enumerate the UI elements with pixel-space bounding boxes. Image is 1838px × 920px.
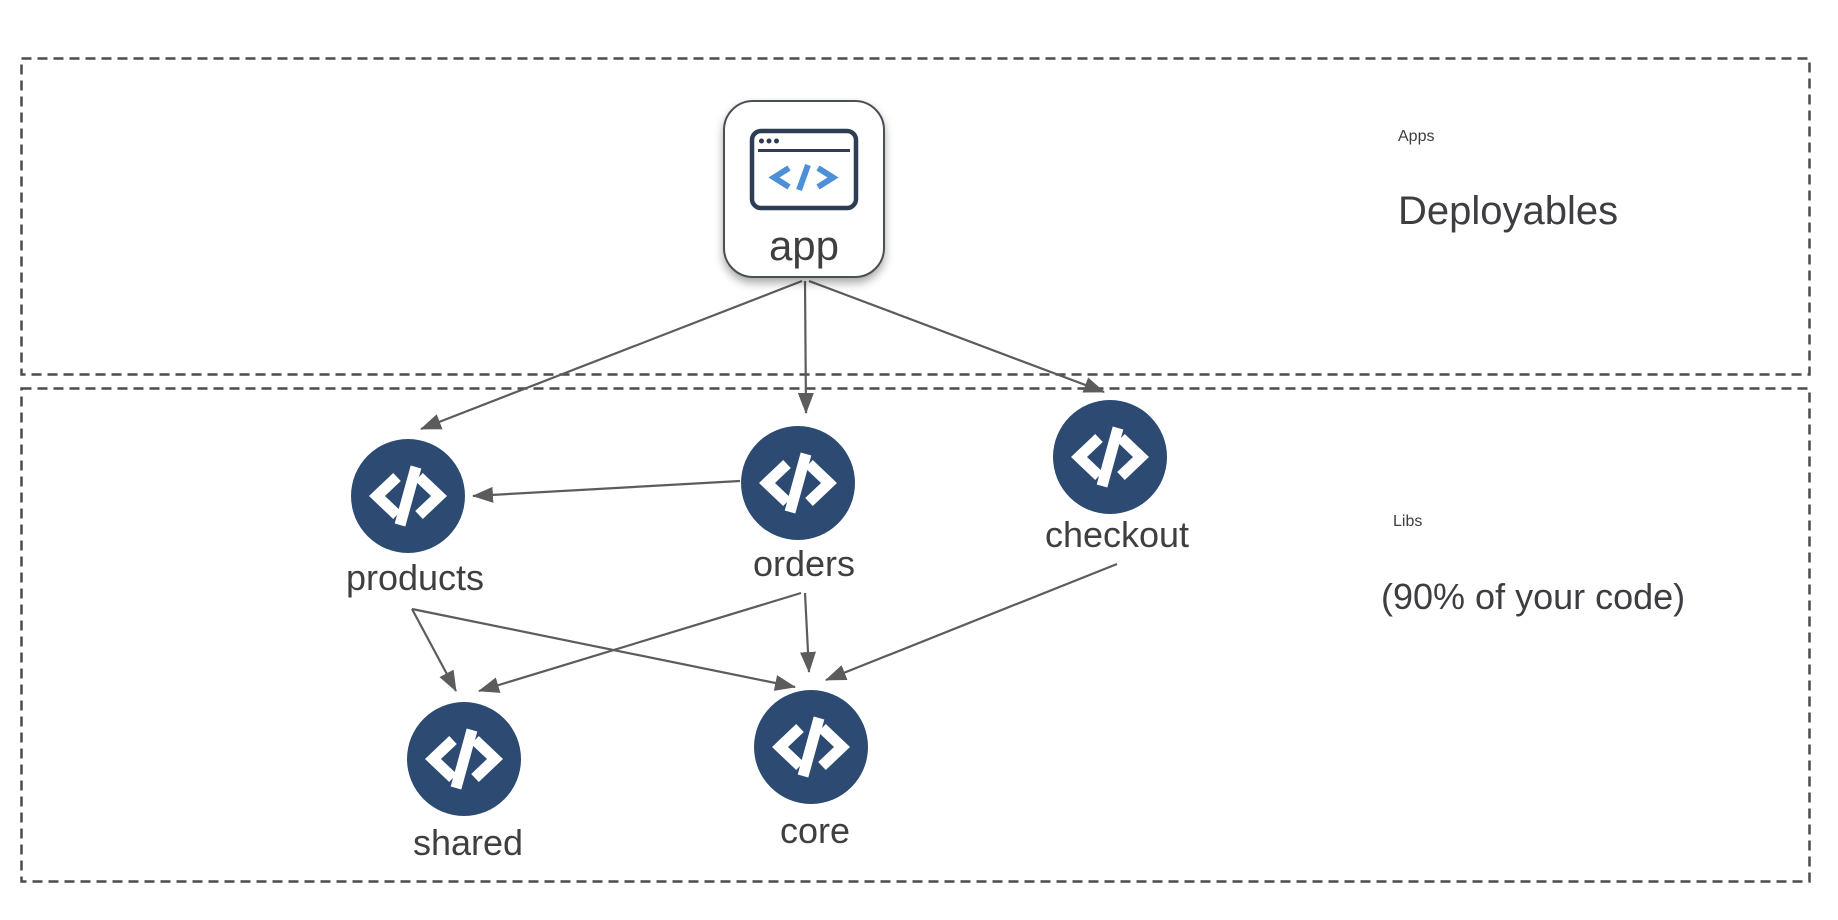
- apps-section-title: Apps: [1398, 128, 1435, 145]
- node-label-app: app: [768, 222, 840, 269]
- node-label-orders: orders: [752, 543, 856, 584]
- node-label-products: products: [345, 557, 485, 598]
- node-app: app: [723, 100, 885, 278]
- libs-section-border: [20, 387, 1811, 883]
- edge-app-to-orders: [797, 280, 814, 414]
- code-icon: [1071, 426, 1149, 488]
- code-icon: [369, 465, 447, 527]
- code-icon: [425, 728, 503, 790]
- node-label-core: core: [779, 810, 851, 851]
- code-icon: [759, 452, 837, 514]
- edge-app-to-checkout: [808, 279, 1105, 394]
- node-label-shared: shared: [412, 822, 524, 863]
- libs-section-subtitle: (90% of your code): [1381, 576, 1686, 617]
- edge-orders-to-shared: [478, 591, 802, 693]
- node-shared: [407, 702, 521, 816]
- libs-section-title: Libs: [1393, 513, 1423, 530]
- apps-section-border: [20, 57, 1811, 376]
- node-core: [754, 690, 868, 804]
- dependency-arrows: [411, 279, 1118, 693]
- code-icon: [772, 716, 850, 778]
- apps-section-subtitle: Deployables: [1398, 189, 1619, 233]
- node-orders: [741, 426, 855, 540]
- node-label-checkout: checkout: [1044, 514, 1190, 555]
- edge-products-to-shared: [411, 608, 457, 692]
- node-products: [351, 439, 465, 553]
- node-checkout: [1053, 400, 1167, 514]
- edge-products-to-core: [411, 607, 796, 691]
- edge-app-to-products: [420, 279, 803, 431]
- edge-checkout-to-core: [825, 562, 1118, 682]
- edge-orders-to-core: [799, 592, 816, 673]
- browser-code-icon: [749, 128, 859, 211]
- edge-orders-to-products: [472, 479, 741, 503]
